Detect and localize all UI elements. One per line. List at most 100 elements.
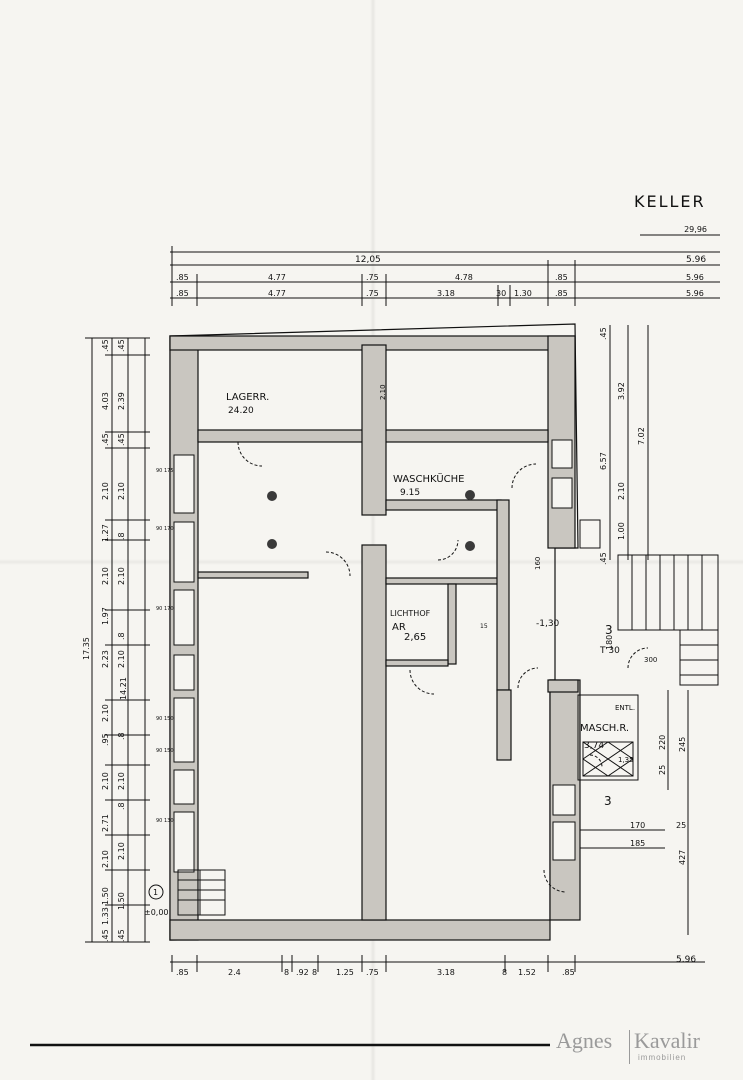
dim-left2-1: 2.39 — [117, 392, 126, 410]
wall-column — [496, 689, 512, 761]
dim-b-8: 8 — [502, 968, 507, 977]
dim-row0-right: 5.96 — [686, 255, 706, 265]
top-ticks — [171, 246, 576, 306]
dim-right-a-1: 6.57 — [599, 452, 608, 470]
walls — [169, 323, 581, 941]
dim-b-9: 1.52 — [518, 968, 536, 977]
dim-right-lower-1: 245 — [678, 737, 687, 752]
dim-left-4: 1.27 — [101, 524, 110, 542]
dim-left2-0: .45 — [117, 339, 126, 352]
dim-right-a-4: 1.00 — [617, 522, 626, 540]
door-swings — [237, 441, 649, 893]
dim-right-lower-3: 427 — [678, 850, 687, 865]
dim-r1-0: .85 — [176, 273, 189, 282]
dim-r2-0: .85 — [176, 289, 189, 298]
dim-left-14: 1.33 — [101, 907, 110, 925]
dim-b-0: .85 — [176, 968, 189, 977]
stair-count-bottom: 3 — [604, 794, 612, 808]
dim-b-1: 2.4 — [228, 968, 241, 977]
dim-r1-5: 5.96 — [686, 273, 704, 282]
dim-left2-9: 2.10 — [117, 772, 126, 790]
dim-29: 29,96 — [684, 225, 707, 234]
dim-left-7: 2.23 — [101, 650, 110, 668]
dim-left2-12: 1.50 — [117, 892, 126, 910]
dim-left-9: .95 — [101, 733, 110, 746]
dim-left2-3: 2.10 — [117, 482, 126, 500]
win-dim-0: 90 175 — [156, 468, 174, 474]
room-masch-sub: 1,35 — [618, 756, 634, 764]
dim-left2-5: 2.10 — [117, 567, 126, 585]
room-lichthof-sub: AR — [392, 622, 406, 633]
win-dim-1: 90 170 — [156, 526, 174, 532]
dim-left2-11: 2.10 — [117, 842, 126, 860]
dim-b-4: 8 — [312, 968, 317, 977]
stairs-right — [617, 554, 719, 686]
wall-masch-top — [547, 679, 579, 693]
win-dim-2: 90 170 — [156, 606, 174, 612]
dim-right-lower-4: 170 — [630, 821, 645, 830]
dim-r1-4: .85 — [555, 273, 568, 282]
room-waschkueche-area: 9.15 — [400, 488, 420, 498]
stair-label: T 30 — [599, 646, 620, 656]
wall-center-lower — [361, 544, 387, 921]
dim-right-lower-2: 25 — [658, 765, 667, 775]
level-entry: ±0,00 — [144, 908, 169, 917]
right-windows — [551, 439, 601, 861]
dim-left-11: 2.71 — [101, 814, 110, 832]
dim-left-3: 2.10 — [101, 482, 110, 500]
dim-left-1: 4.03 — [101, 392, 110, 410]
dim-right-a-3: 2.10 — [617, 482, 626, 500]
stair-count-top: 3 — [605, 623, 613, 637]
wall-lichthof-bottom — [385, 659, 449, 667]
dim-right-lower-5: 25 — [676, 821, 686, 830]
dim-r1-1: 4.77 — [268, 273, 286, 282]
brand-first: Agnes — [556, 1028, 613, 1053]
left-ticks — [85, 337, 150, 943]
dim-r2-3: 3.18 — [437, 289, 455, 298]
section-marker-label: 1 — [153, 888, 158, 897]
dim-left2-13: .45 — [117, 929, 126, 942]
dim-r2-1: 4.77 — [268, 289, 286, 298]
wall-stair-left — [496, 499, 510, 691]
stairs-left-bottom — [177, 869, 226, 916]
dim-left2-8: .8 — [117, 732, 126, 740]
dim-b-5: 1.25 — [336, 968, 354, 977]
dim-left2-2: .45 — [117, 433, 126, 446]
brand-sub: immobilien — [638, 1053, 687, 1062]
brand-logo: Agnes Kavalir immobilien — [556, 1028, 736, 1068]
room-masch-area: 3,74 — [584, 741, 604, 751]
dim-12: 12,05 — [355, 255, 381, 265]
level-main: -1,30 — [536, 619, 560, 629]
floor-drains — [267, 490, 475, 551]
dim-b-11: 5.96 — [676, 955, 696, 965]
left-windows — [173, 454, 195, 873]
dim-left-8: 2.10 — [101, 704, 110, 722]
dim-left-15: .45 — [101, 929, 110, 942]
machine-room — [577, 694, 639, 781]
room-lagerr-area: 24.20 — [228, 406, 254, 416]
room-lichthof-area: 2,65 — [404, 632, 426, 643]
dim-r2-5: 1.30 — [514, 289, 532, 298]
win-dim-4: 90 150 — [156, 748, 174, 754]
dim-b-7: 3.18 — [437, 968, 455, 977]
dim-r1-3: 4.78 — [455, 273, 473, 282]
dim-left-5: 2.10 — [101, 567, 110, 585]
dim-left-12: 2.10 — [101, 850, 110, 868]
wall-lichthof-right — [447, 583, 457, 665]
room-lichthof-name: LICHTHOF — [390, 609, 431, 618]
dim-b-10: .85 — [562, 968, 575, 977]
dim-r2-4: 30 — [496, 289, 506, 298]
dim-left-6: 1.97 — [101, 607, 110, 625]
dim-left-outer-0: 17.35 — [82, 637, 91, 660]
dim-right-a-5: .45 — [599, 552, 608, 565]
dim-left-0: .45 — [101, 339, 110, 352]
dim-right-lower-6: 185 — [630, 839, 645, 848]
wall-center-upper — [361, 344, 387, 516]
win-dim-3: 90 150 — [156, 716, 174, 722]
misc-h210: 2.10 — [379, 384, 387, 400]
dim-right-a-2: 3.92 — [617, 382, 626, 400]
wall-bottom — [169, 919, 551, 941]
dim-left2-7: 2.10 — [117, 650, 126, 668]
dim-b-3: .92 — [296, 968, 309, 977]
